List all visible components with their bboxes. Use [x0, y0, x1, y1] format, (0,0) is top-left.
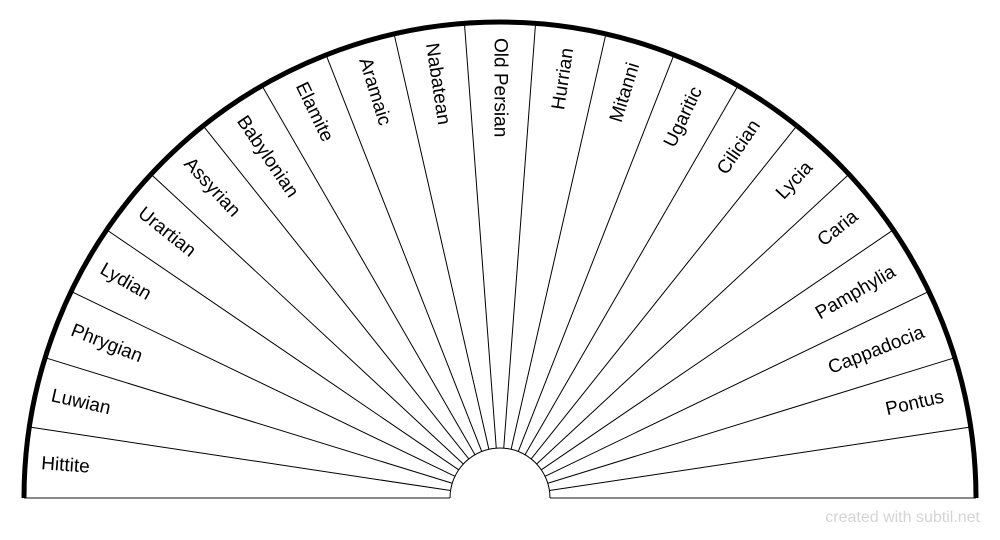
spoke-line	[503, 23, 537, 449]
watermark: created with subtil.net	[825, 509, 980, 526]
spoke-line	[202, 125, 470, 460]
spoke-line	[29, 426, 451, 492]
segment-label: Mitanni	[606, 60, 644, 125]
segment-label: Assyrian	[179, 154, 244, 222]
spoke-line	[70, 291, 456, 477]
spoke-line	[150, 173, 464, 465]
spoke-line	[541, 229, 894, 471]
spoke-line	[547, 357, 956, 484]
outer-arc	[21, 19, 979, 499]
segment-label: Hurrian	[548, 47, 578, 112]
spoke-line	[524, 85, 739, 455]
segment-label: Cilician	[713, 116, 765, 178]
segment-label: Cappadocia	[825, 322, 927, 379]
segment-label: Lycia	[772, 157, 817, 204]
segment-label: Elamite	[291, 79, 337, 145]
segment-label: Pontus	[884, 387, 946, 421]
segment-label: Caria	[814, 206, 863, 251]
segment-label: Pamphylia	[812, 261, 900, 324]
segment-label: Phrygian	[68, 320, 145, 367]
spoke-line	[544, 291, 930, 477]
segment-label: Ugaritic	[660, 84, 707, 151]
segment-label: Aramaic	[354, 55, 395, 128]
spoke-line	[536, 173, 850, 465]
spoke-line	[325, 54, 483, 452]
spoke-line	[44, 357, 453, 484]
hub-arc	[449, 447, 551, 499]
segment-label: Urartian	[134, 203, 200, 262]
spoke-line	[517, 54, 675, 452]
segment-label: Babylonian	[232, 112, 302, 202]
spoke-line	[261, 85, 476, 455]
segment-label: Lydian	[96, 259, 154, 305]
spoke-line	[530, 125, 798, 460]
segment-label: Nabatean	[421, 42, 454, 127]
spoke-line	[510, 33, 607, 450]
segment-label: Old Persian	[490, 38, 511, 137]
spoke-line	[106, 229, 459, 471]
spoke-line	[549, 426, 971, 492]
spoke-line	[463, 23, 497, 449]
spoke-line	[393, 33, 490, 450]
segment-label: Hittite	[41, 453, 91, 478]
segment-label: Luwian	[49, 385, 112, 419]
